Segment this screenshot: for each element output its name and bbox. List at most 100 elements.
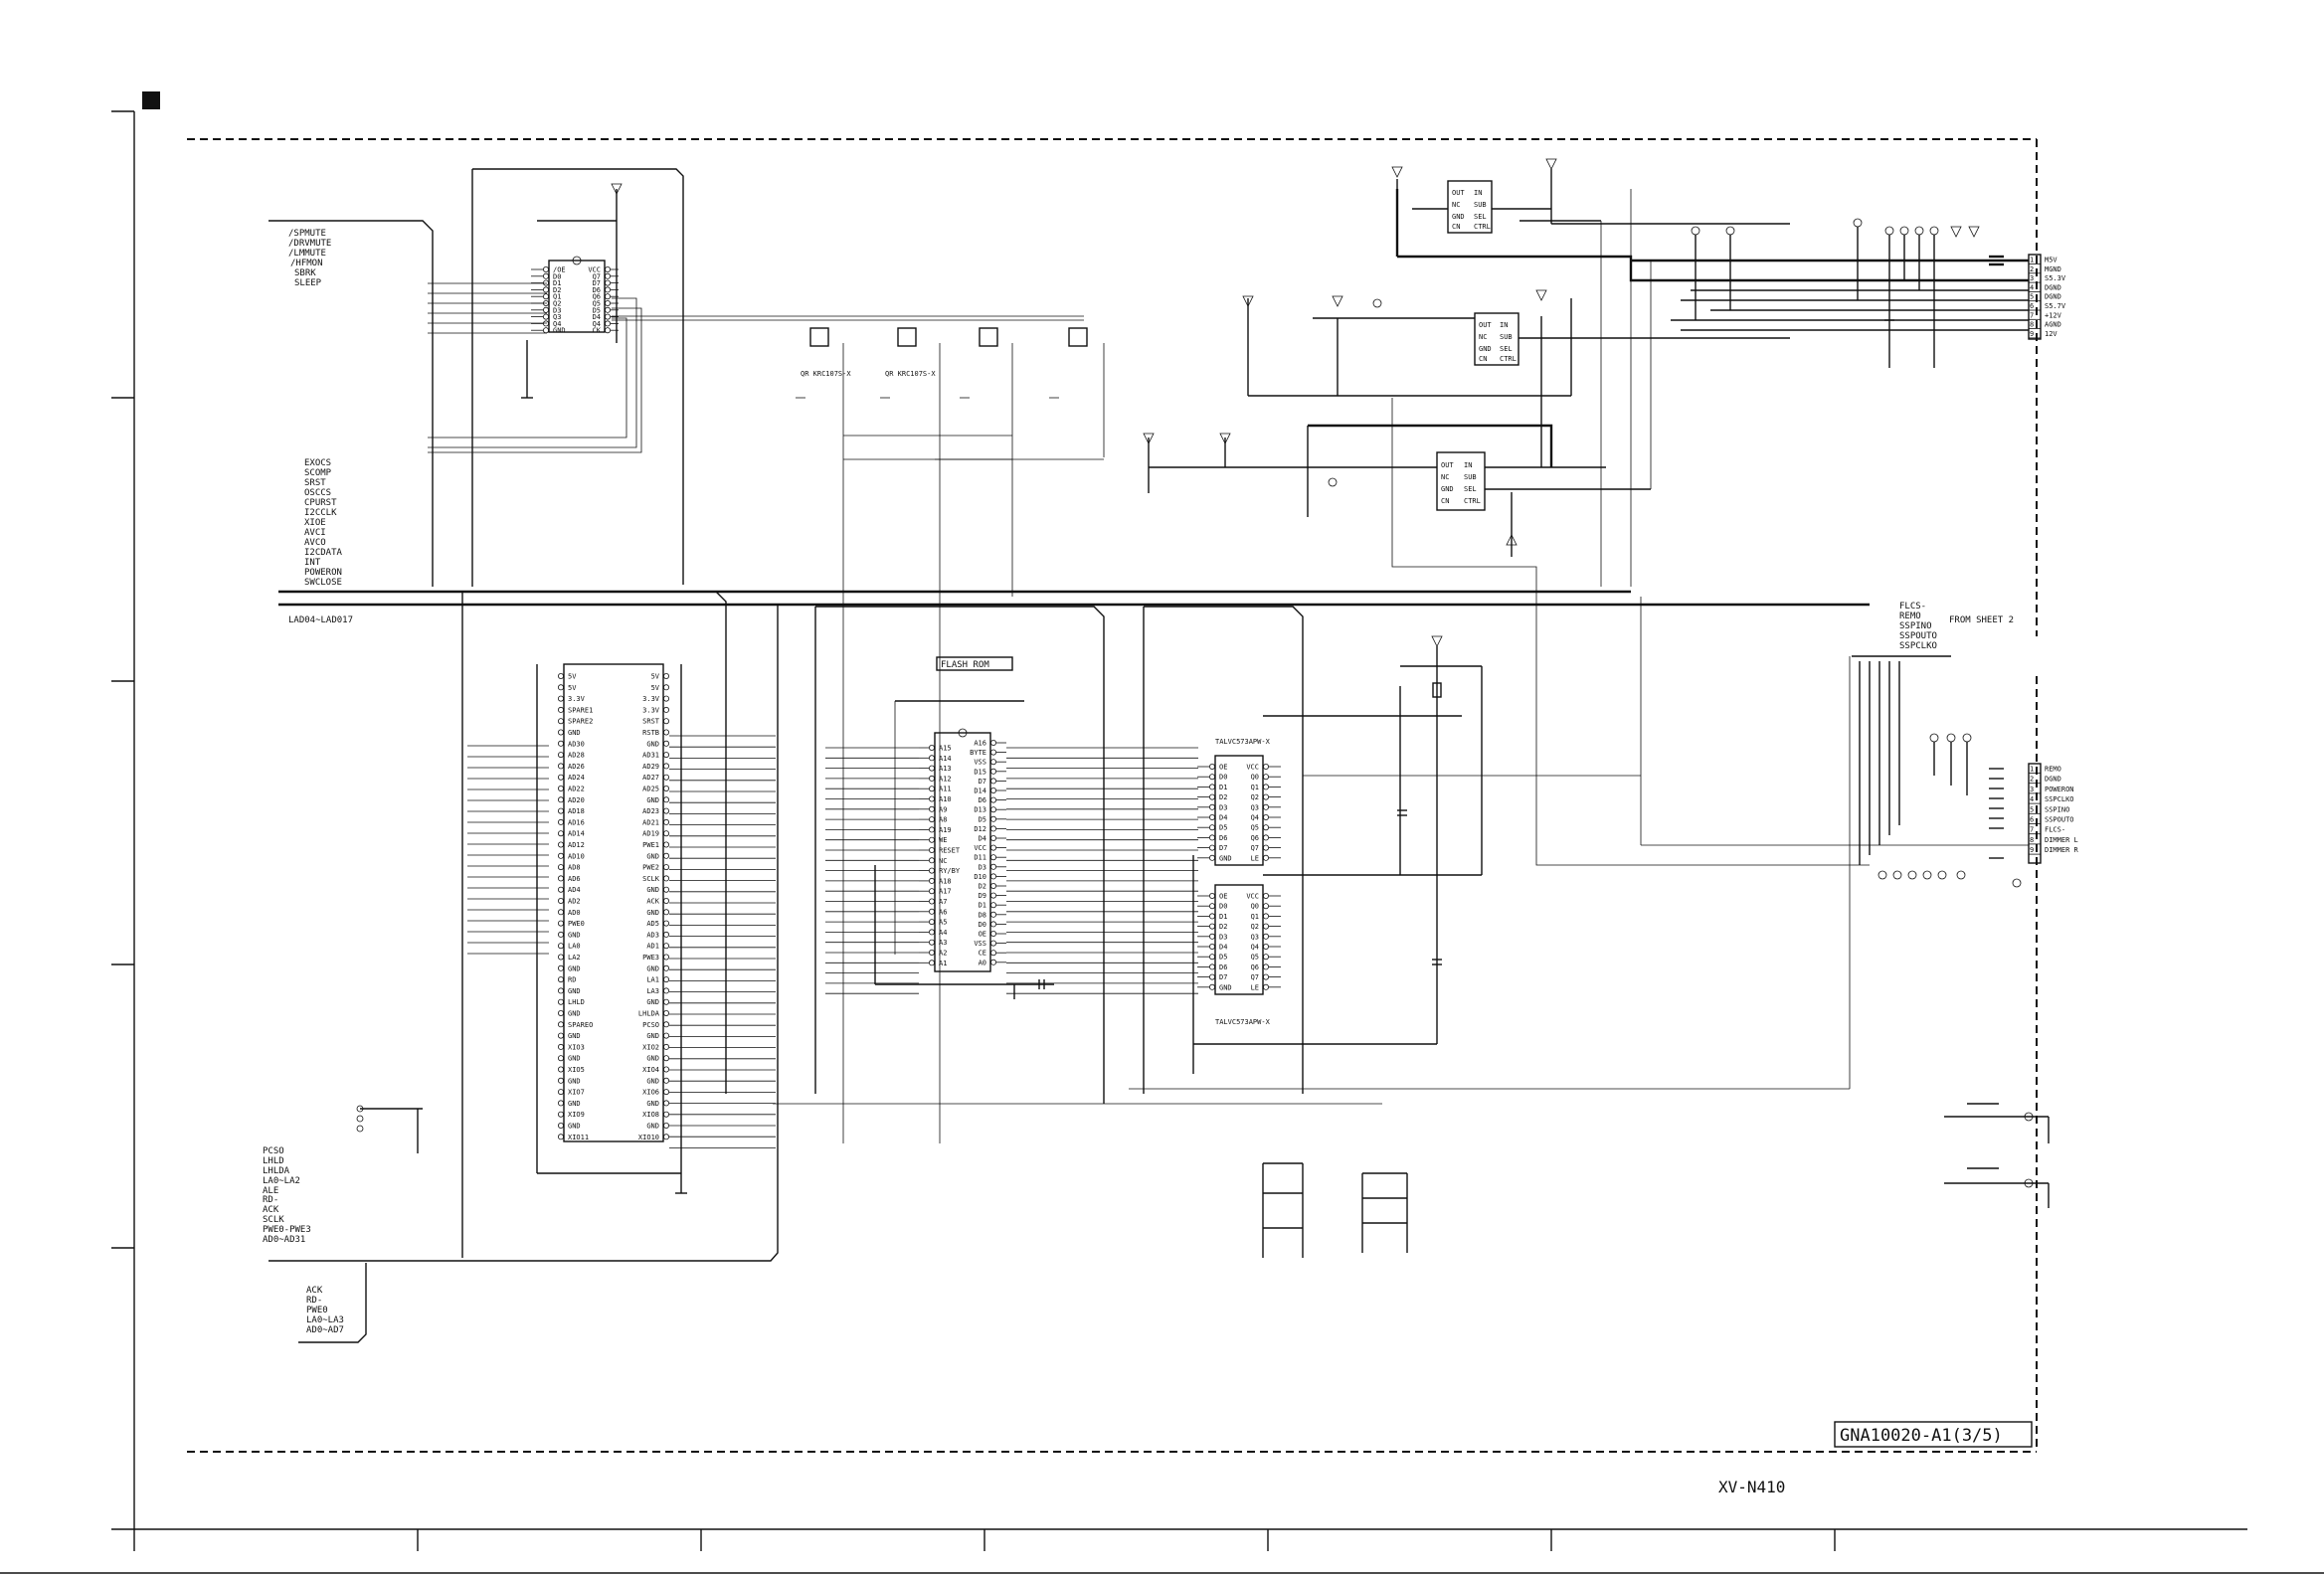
pin-label: OE [1219,893,1227,901]
pin-label: D1 [1219,784,1227,791]
pin-label: AD29 [642,763,659,771]
control-signal-label: I2CDATA [304,548,343,558]
drawing-number: GNA10020-A1(3/5) [1840,1426,2003,1446]
pin-label: A19 [939,826,952,834]
pin-marker [1209,893,1216,900]
bus-signal-group: PCSO LHLD LHLDA LA0~LA2 ALE RD- ACK SCLK… [263,605,779,1262]
pin-label: D7 [593,279,601,287]
pin-marker [663,931,670,938]
pin-label: XIO7 [568,1089,585,1097]
pin-label: D9 [979,892,986,900]
pin-marker [558,1010,565,1017]
from-sheet-signal: REMO [1899,612,1921,621]
pin-marker [990,778,997,785]
sheet-marker [142,91,160,109]
pin-marker [558,841,565,848]
bus-signal-label: PWE0-PWE3 [263,1225,311,1235]
pin-label: GND [646,740,659,748]
mute-signal-label: SLEEP [294,278,322,288]
pin-label: D15 [974,768,986,776]
pin-label: PWE2 [642,864,659,872]
pin-label: GND [568,1100,581,1108]
pin-label: SUB [1500,333,1513,341]
pin-marker [1263,944,1270,951]
control-signal-label: POWERON [304,568,342,578]
pin-marker [663,898,670,905]
pin-label: D6 [1219,963,1227,971]
pin-marker [558,976,565,983]
cross-wiring [773,597,2029,1105]
pin-marker [990,749,997,756]
pin-label: AD8 [568,864,581,872]
pin-marker [929,960,936,966]
pin-label: XIO9 [568,1111,585,1119]
connector-pin-label: AGND [2045,321,2061,329]
pin-marker [1263,903,1270,910]
pin-label: 3.3V [568,695,586,703]
pin-label: D1 [1219,913,1227,921]
pin-label: D2 [1219,793,1227,801]
pin-label: D5 [1219,824,1227,832]
connector-pin-number: 6 [2030,816,2034,824]
pin-label: A0 [979,959,986,966]
control-signal-label: SRST [304,478,326,488]
connector-pin-number: 9 [2030,846,2034,854]
pin-marker [1263,933,1270,940]
pin-label: A18 [939,877,952,885]
pin-label: A9 [939,805,947,813]
pin-label: D7 [1219,844,1227,852]
pin-label: D5 [593,306,601,314]
pin-marker [929,826,936,833]
pin-label: A7 [939,898,947,906]
connector-pin-number: 7 [2030,311,2034,319]
pin-label: AD30 [568,740,585,748]
pin-label: WE [939,836,947,844]
pin-marker [663,740,670,747]
control-signal-label: SWCLOSE [304,578,342,588]
pin-label: GND [646,886,659,894]
regulator-3: OUT NC GND CN IN SUB SEL CTRL [1436,451,1486,511]
pin-marker [558,1089,565,1096]
connector-pin-number: 5 [2030,805,2034,813]
pin-label: D0 [1219,903,1227,911]
bus-signal-label: RD- [263,1195,278,1205]
pin-marker [558,684,565,691]
pin-marker [1209,814,1216,821]
pin-marker [1209,793,1216,800]
pin-label: AD12 [568,841,585,849]
pin-marker [663,1021,670,1028]
pin-label: SUB [1464,473,1477,481]
pin-label: Q6 [593,293,601,301]
pin-marker [929,847,936,854]
board-outline [187,138,2038,1453]
pin-marker [929,786,936,792]
pin-label: LE [1251,983,1259,991]
pin-marker [605,286,612,293]
pin-marker [663,796,670,803]
pin-marker [1209,954,1216,961]
pin-label: CTRL [1500,355,1517,363]
pin-label: GND [568,1032,581,1040]
pin-label: Q2 [1251,923,1259,931]
pin-marker [605,293,612,300]
pin-label: AD1 [646,943,659,951]
pin-label: RESET [939,847,961,855]
pin-marker [663,1077,670,1084]
pin-label: SRST [642,718,660,726]
pin-label: Q5 [593,300,601,308]
pin-label: AD3 [646,931,659,939]
mute-signal-group: /SPMUTE /DRVMUTE /LMMUTE /HFMON SBRK SLE… [268,220,434,587]
pin-marker [558,796,565,803]
la-bus-label: LAD04~LAD017 [288,615,353,625]
pin-marker [558,729,565,736]
control-signal-label: SCOMP [304,468,332,478]
power-wiring [1143,158,2029,866]
pin-marker [929,908,936,915]
connector-pin-number: 3 [2030,274,2034,282]
pin-marker [663,864,670,871]
pin-marker [990,873,997,880]
connector-pin-number: 4 [2030,283,2034,291]
pin-marker [990,806,997,813]
mute-signal-label: /HFMON [290,259,323,268]
